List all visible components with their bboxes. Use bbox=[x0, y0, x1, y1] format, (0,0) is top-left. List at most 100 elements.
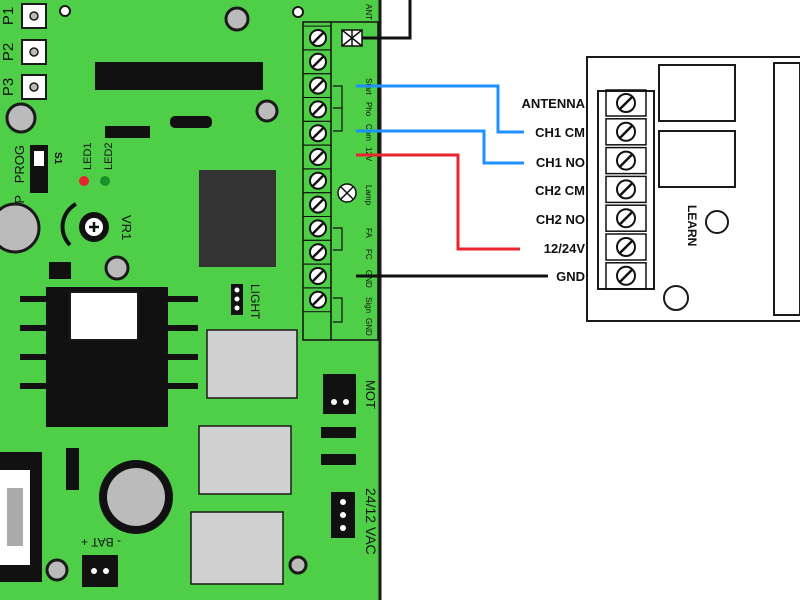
screw-terminal-icon[interactable] bbox=[616, 265, 636, 286]
label-led1: LED1 bbox=[82, 142, 94, 170]
rx-label-12-24v: 12/24V bbox=[544, 241, 586, 256]
smd-component bbox=[321, 427, 356, 438]
receiver-terminal-cell bbox=[605, 233, 647, 261]
screw-terminal-icon[interactable] bbox=[616, 237, 636, 257]
screw-terminal-icon[interactable] bbox=[309, 124, 327, 143]
term-label-lamp: Lamp bbox=[364, 185, 373, 206]
wire-12v-to-12-24v bbox=[356, 153, 520, 251]
term-label-fc: FC bbox=[364, 249, 373, 260]
screw-terminal-icon[interactable] bbox=[309, 243, 327, 262]
trimmer-potentiometer-icon[interactable] bbox=[79, 212, 109, 242]
power-connector[interactable] bbox=[331, 492, 355, 538]
mounting-hole bbox=[255, 99, 279, 123]
term-label-gnd: GND bbox=[364, 270, 373, 288]
mounting-hole bbox=[104, 255, 130, 281]
screw-terminal-icon[interactable] bbox=[309, 29, 327, 47]
screw-terminal-icon[interactable] bbox=[309, 195, 327, 214]
relay bbox=[198, 425, 292, 495]
rx-label-ch1-cm: CH1 CM bbox=[535, 125, 585, 140]
trimmer-arc bbox=[60, 202, 78, 247]
label-power: 24/12 VAC bbox=[363, 488, 379, 555]
receiver-module: LEARN ANTENNA CH1 CM CH1 NO CH2 CM CH2 N… bbox=[521, 56, 800, 322]
label-learn: LEARN bbox=[685, 205, 699, 246]
lamp-icon bbox=[337, 183, 357, 203]
screw-terminal-icon[interactable] bbox=[309, 219, 327, 238]
rx-label-ch2-cm: CH2 CM bbox=[535, 183, 585, 198]
capacitor-top bbox=[107, 468, 165, 526]
label-p3: P3 bbox=[0, 78, 17, 96]
learn-button[interactable] bbox=[705, 210, 729, 234]
smd-component bbox=[105, 126, 150, 138]
label-mot: MOT bbox=[363, 380, 378, 409]
term-label-pho: Pho bbox=[364, 102, 373, 117]
small-chip bbox=[49, 262, 71, 279]
term-label-gnd-2: GND bbox=[364, 318, 373, 336]
push-button-p2[interactable] bbox=[21, 39, 47, 65]
screw-terminal-icon[interactable] bbox=[309, 148, 327, 166]
term-label-ant: ANT bbox=[364, 4, 373, 20]
fuse-holder bbox=[0, 452, 42, 582]
rx-label-ch2-no: CH2 NO bbox=[536, 212, 585, 227]
rx-label-gnd: GND bbox=[556, 269, 585, 284]
screw-terminal-icon[interactable] bbox=[616, 93, 636, 113]
push-button-p1[interactable] bbox=[21, 3, 47, 29]
mounting-hole bbox=[292, 6, 304, 18]
screw-terminal-icon[interactable] bbox=[616, 150, 636, 171]
screw-terminal-icon[interactable] bbox=[616, 208, 636, 229]
screw-terminal-icon[interactable] bbox=[309, 171, 327, 190]
term-label-sign: Sign bbox=[364, 297, 373, 313]
label-light: LIGHT bbox=[248, 284, 262, 320]
screw-terminal-icon[interactable] bbox=[309, 100, 327, 119]
bat-connector[interactable] bbox=[82, 555, 118, 587]
receiver-relay bbox=[658, 64, 736, 122]
label-p2: P2 bbox=[0, 43, 17, 61]
push-button-p3[interactable] bbox=[21, 74, 47, 100]
prog-switch-knob[interactable] bbox=[34, 151, 44, 166]
terminal-labels: ANT Start Pho Com 12V Lamp FA FC GND Sig… bbox=[364, 4, 373, 336]
relay bbox=[190, 511, 284, 585]
antenna-wire bbox=[362, 0, 412, 40]
receiver-terminal-cell bbox=[605, 118, 647, 146]
led1 bbox=[79, 176, 89, 186]
screw-terminal-icon[interactable] bbox=[616, 121, 636, 142]
receiver-led bbox=[663, 285, 689, 311]
screw-terminal-icon[interactable] bbox=[309, 52, 327, 71]
wire-com-to-ch1-no bbox=[356, 129, 524, 165]
receiver-relay bbox=[658, 130, 736, 188]
relay bbox=[206, 329, 298, 399]
receiver-terminal-cell bbox=[605, 262, 647, 290]
led2 bbox=[100, 176, 110, 186]
screw-terminal-icon[interactable] bbox=[309, 290, 327, 309]
mot-connector[interactable] bbox=[323, 374, 356, 414]
capacitor bbox=[0, 202, 41, 254]
label-bat: - BAT + bbox=[81, 535, 121, 549]
light-jumper[interactable] bbox=[231, 284, 243, 315]
label-p1: P1 bbox=[0, 7, 17, 25]
antenna-jumper bbox=[341, 29, 363, 47]
wire-start-to-ch1-cm bbox=[356, 84, 524, 134]
terminal-cell bbox=[302, 287, 332, 313]
rx-label-antenna: ANTENNA bbox=[521, 96, 585, 111]
mounting-hole bbox=[288, 555, 308, 575]
label-prog: PROG bbox=[12, 145, 27, 183]
heatsink bbox=[20, 287, 198, 427]
screw-terminal-icon[interactable] bbox=[616, 179, 636, 200]
wires bbox=[356, 0, 548, 278]
terminal-link bbox=[333, 297, 343, 323]
label-led2: LED2 bbox=[103, 142, 115, 170]
screw-terminal-icon[interactable] bbox=[309, 76, 327, 95]
main-chip bbox=[199, 170, 276, 267]
screw-terminal-icon[interactable] bbox=[309, 267, 327, 285]
smd-component bbox=[321, 454, 356, 465]
receiver-terminal-cell bbox=[605, 146, 647, 175]
control-board: P1 P2 P3 S1 PROG UP LED1 LED2 VR1 bbox=[0, 0, 382, 600]
term-label-fa: FA bbox=[364, 228, 373, 238]
rx-label-ch1-no: CH1 NO bbox=[536, 155, 585, 170]
receiver-edge-strip bbox=[773, 62, 800, 316]
receiver-terminal-cell bbox=[605, 89, 647, 117]
smd-component bbox=[170, 116, 212, 128]
mounting-hole bbox=[45, 558, 69, 582]
receiver-screws bbox=[605, 89, 647, 290]
label-s1: S1 bbox=[52, 152, 63, 165]
